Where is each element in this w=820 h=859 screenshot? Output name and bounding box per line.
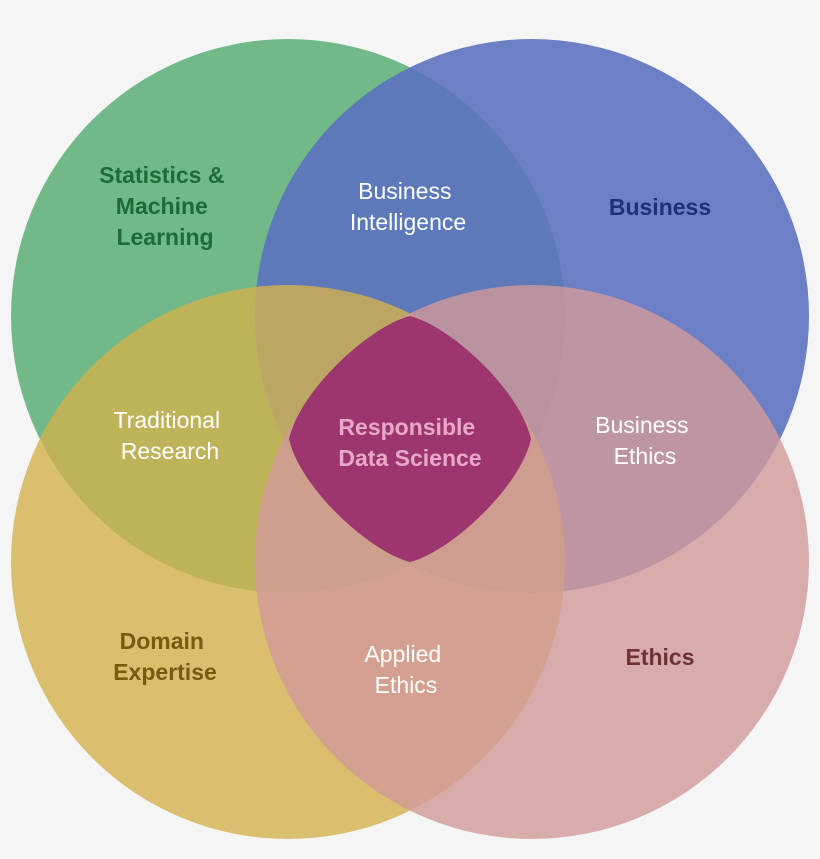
center-region <box>289 316 531 562</box>
center-label: Responsible Data Science <box>338 414 481 471</box>
statistics-label: Statistics & Machine Learning <box>99 162 231 250</box>
traditional-research-label: Traditional Research <box>114 407 227 464</box>
business-ethics-label: Business Ethics <box>595 412 695 469</box>
ethics-label: Ethics <box>625 644 694 670</box>
domain-label: Domain Expertise <box>113 628 217 685</box>
applied-ethics-label: Applied Ethics <box>364 641 447 698</box>
business-label: Business <box>609 194 711 220</box>
business-intelligence-label: Business Intelligence <box>350 178 466 235</box>
